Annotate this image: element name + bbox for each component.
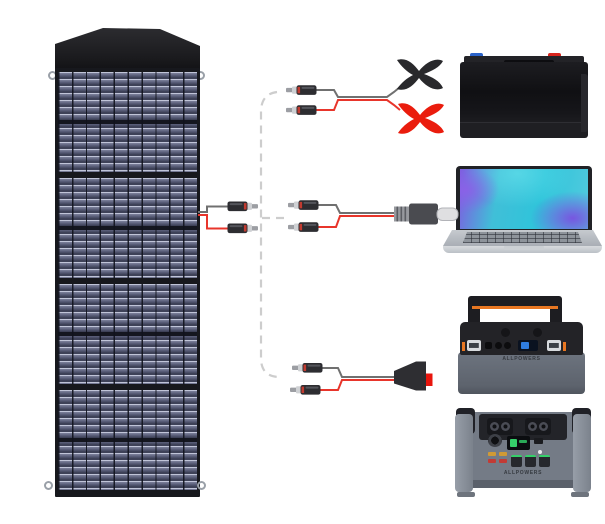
- port-chip-orange-2: [499, 452, 507, 456]
- station-small-body: [458, 352, 585, 394]
- dc-input-port: [488, 434, 502, 447]
- station-large-brand-label: ALLPOWERS: [503, 470, 543, 476]
- laptop-touchpad: [504, 246, 544, 250]
- panel-output-wires: [198, 205, 232, 230]
- guide-dashed-path: [259, 90, 284, 379]
- station-large-display: [507, 436, 530, 450]
- laptop: [443, 164, 602, 256]
- outlet-hole: [501, 422, 511, 431]
- outlet-hole: [489, 422, 499, 431]
- port-chip-red-1: [488, 459, 496, 463]
- mc4-connector-clamp-positive: [286, 105, 317, 115]
- panel-grommet-bottom-right: [197, 481, 206, 490]
- solar-panel: [55, 68, 200, 497]
- handle-accent-stripe: [472, 306, 558, 309]
- laptop-screen-bezel: [456, 166, 592, 232]
- front-accent-left: [462, 342, 465, 351]
- indicator-dot: [538, 450, 542, 454]
- outlet-hole: [539, 422, 549, 431]
- display-digits: [510, 439, 517, 447]
- side-pillar-left: [455, 414, 473, 492]
- solar-panel-section-2: [58, 178, 197, 278]
- carry-handle: [468, 296, 562, 309]
- negative-battery-clamp: [397, 59, 443, 90]
- square-button-2: [525, 455, 536, 467]
- round-button-1: [495, 342, 502, 349]
- dc-adapter-connector: [394, 361, 433, 391]
- station-small-display: [518, 340, 538, 351]
- small-port: [534, 438, 543, 444]
- solar-panel-top-flap: [55, 28, 200, 72]
- solar-panel-section-4: [58, 390, 197, 490]
- mc4-connector-dc-positive: [288, 222, 319, 232]
- battery-side-ridge: [581, 74, 588, 132]
- station-small-vent-right: [533, 328, 542, 337]
- round-button-2: [504, 342, 511, 349]
- car-battery: [460, 53, 588, 138]
- station-small-vent-left: [501, 328, 510, 337]
- ac-outlet-left: [487, 418, 513, 435]
- station-small-brand-label: ALLPOWERS: [502, 356, 541, 362]
- display-glow: [521, 342, 529, 349]
- battery-bottom-band: [460, 122, 588, 138]
- battery-clamp-cable-wires: [316, 86, 401, 111]
- solar-panel-section-3: [58, 284, 197, 384]
- dc-plug-cable-wires: [318, 204, 396, 228]
- usb-port-left: [467, 340, 481, 351]
- power-station-large: ALLPOWERS: [455, 406, 591, 498]
- dc-adapter-cable-wires: [320, 367, 396, 391]
- foot-right: [571, 492, 589, 497]
- mc4-connector-adapter-positive: [290, 385, 321, 395]
- mc4-connector-panel-negative: [227, 201, 258, 212]
- port-chip-red-2: [499, 459, 507, 463]
- port-chip-orange-1: [488, 452, 496, 456]
- laptop-keyboard: [463, 232, 582, 243]
- power-station-small: ALLPOWERS: [458, 296, 585, 398]
- positive-battery-clamp: [398, 103, 444, 134]
- display-bar: [519, 440, 527, 443]
- usb-port-right: [547, 340, 561, 351]
- laptop-screen-wallpaper: [460, 169, 588, 229]
- square-button-1: [511, 455, 522, 467]
- panel-grommet-bottom-left: [44, 481, 53, 490]
- ac-outlet-right: [525, 418, 551, 435]
- solar-panel-section-1: [58, 72, 197, 172]
- mc4-connector-clamp-negative: [286, 85, 317, 95]
- outlet-hole: [527, 422, 537, 431]
- station-large-base: [465, 480, 581, 488]
- foot-left: [457, 492, 475, 497]
- battery-case: [460, 62, 588, 138]
- mc4-connector-dc-negative: [288, 200, 319, 210]
- mc4-connector-panel-positive: [227, 223, 258, 234]
- side-pillar-right: [573, 414, 591, 492]
- mc4-connector-adapter-negative: [292, 363, 323, 373]
- square-button-3: [539, 455, 550, 467]
- power-button: [485, 342, 492, 349]
- front-accent-right: [563, 342, 566, 351]
